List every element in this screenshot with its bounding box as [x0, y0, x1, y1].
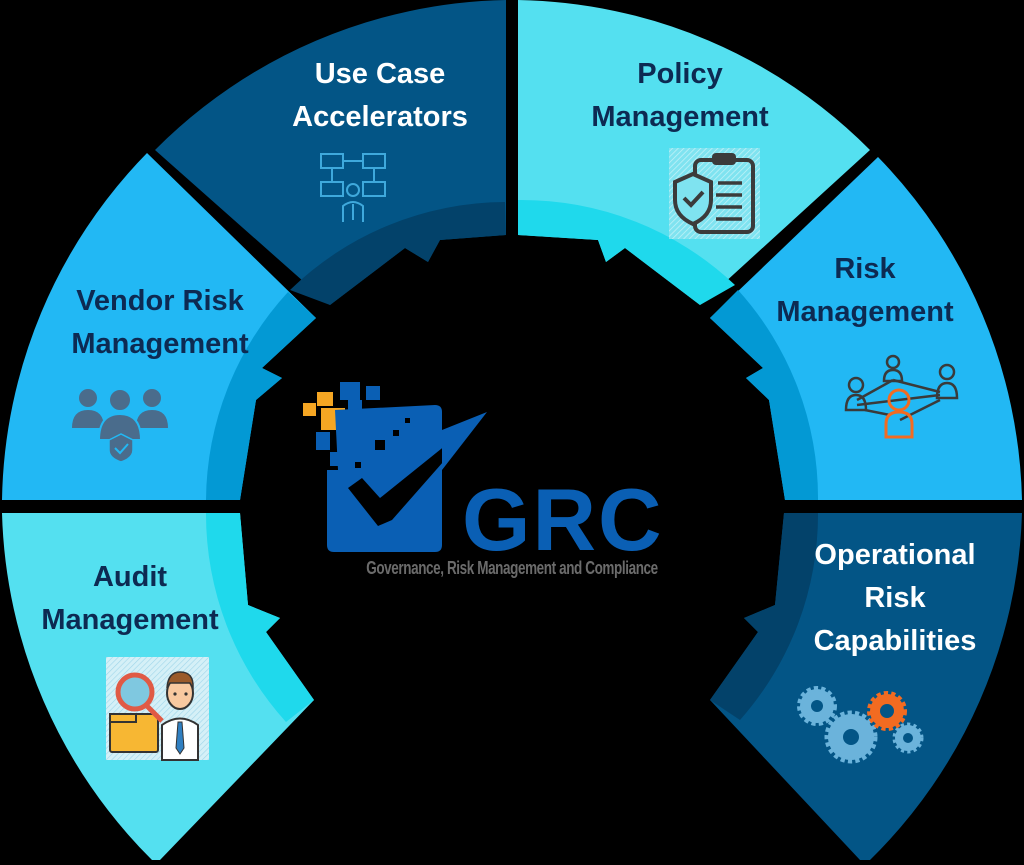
gears-icon — [797, 686, 924, 764]
people-network-icon — [844, 354, 959, 439]
logo-title: GRC — [462, 470, 664, 569]
label-policy-management: Policy Management — [591, 58, 769, 133]
auditor-magnifier-icon — [106, 657, 209, 761]
segment-operational-risk — [710, 513, 1022, 860]
segment-risk-management — [710, 157, 1022, 500]
grc-logo: GRC — [303, 382, 664, 569]
segment-use-case-accelerators — [155, 0, 506, 305]
label-vendor-risk-management: Vendor Risk Management — [71, 285, 249, 360]
logo-tagline: Governance, Risk Management and Complian… — [366, 558, 658, 579]
network-person-icon — [320, 153, 386, 222]
shielded-team-icon — [72, 388, 168, 463]
label-operational-risk: Operational Risk Capabilities — [813, 539, 977, 657]
label-use-case-accelerators: Use Case Accelerators — [292, 58, 468, 133]
shield-clipboard-icon — [669, 148, 760, 239]
label-audit-management: Audit Management — [41, 561, 219, 636]
logo-check-box — [327, 405, 442, 552]
label-risk-management: Risk Management — [776, 253, 954, 328]
